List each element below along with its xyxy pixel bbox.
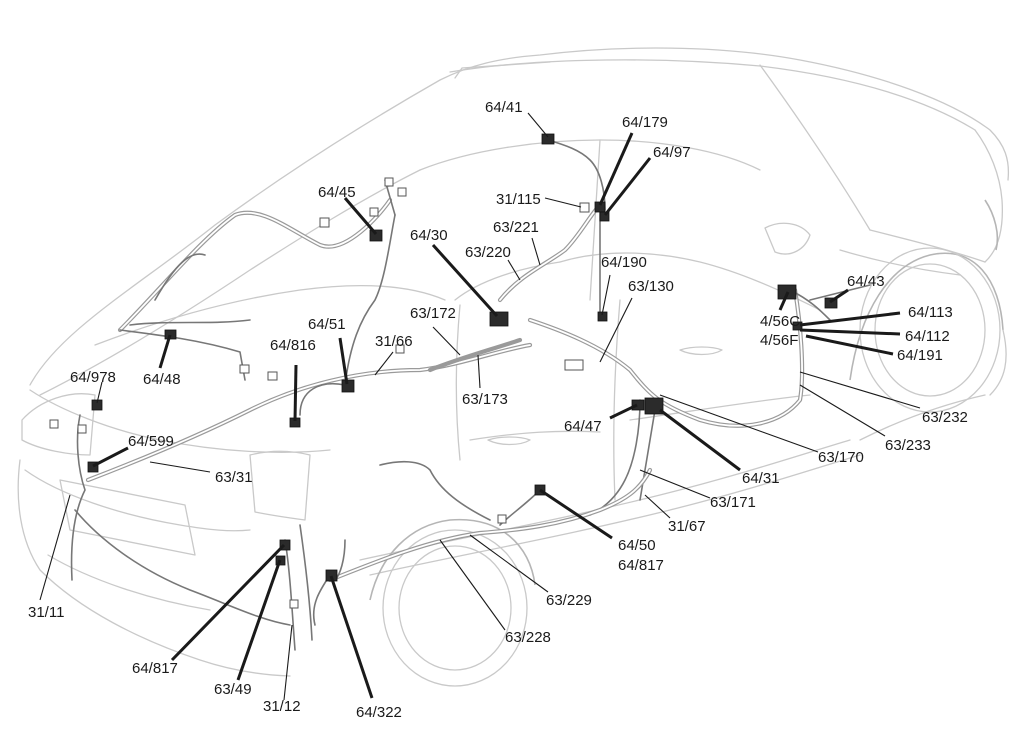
label-64-191: 64/191: [897, 347, 943, 364]
plug-roof-2: [384, 177, 394, 187]
plug-trunk-2: [267, 371, 278, 381]
connector-64-47: [631, 399, 645, 411]
label-64-817-rear: 64/817: [132, 660, 178, 677]
label-4-56f: 4/56F: [760, 332, 798, 349]
label-64-599: 64/599: [128, 433, 174, 450]
connector-64-45: [369, 229, 383, 242]
label-64-43: 64/43: [847, 273, 885, 290]
connector-64-51: [341, 379, 355, 393]
label-63-221: 63/221: [493, 219, 539, 236]
connectors: [49, 133, 838, 609]
label-4-56c: 4/56C: [760, 313, 800, 330]
connector-64-599: [87, 461, 99, 473]
label-64-322: 64/322: [356, 704, 402, 721]
plug-roof-1: [319, 217, 330, 228]
label-64-48: 64/48: [143, 371, 181, 388]
label-64-50: 64/50: [618, 537, 656, 554]
label-64-51: 64/51: [308, 316, 346, 333]
label-63-172: 63/172: [410, 305, 456, 322]
connector-64-97: [599, 211, 610, 222]
label-64-41: 64/41: [485, 99, 523, 116]
harness-routing: [70, 139, 871, 651]
label-63-232: 63/232: [922, 409, 968, 426]
connector-64-978: [91, 399, 103, 411]
connector-64-31: [644, 397, 664, 415]
label-64-31: 64/31: [742, 470, 780, 487]
callout-labels: 64/41 64/179 64/97 31/115 64/45 63/221 6…: [28, 99, 968, 721]
label-64-190: 64/190: [601, 254, 647, 271]
plug-floor-1: [564, 359, 584, 371]
label-63-31: 63/31: [215, 469, 253, 486]
label-64-179: 64/179: [622, 114, 668, 131]
car-body-outline: [17, 47, 1010, 687]
label-63-228: 63/228: [505, 629, 551, 646]
label-31-11: 31/11: [28, 604, 64, 621]
connector-64-817: [279, 539, 291, 551]
plug-rear-2: [77, 424, 87, 434]
label-63-173: 63/173: [462, 391, 508, 408]
label-63-171: 63/171: [710, 494, 756, 511]
leader-lines: [39, 112, 921, 701]
label-64-817-front: 64/817: [618, 557, 664, 574]
connector-64-48: [164, 329, 177, 340]
connector-31-66: [395, 344, 405, 354]
label-31-115: 31/115: [496, 191, 541, 208]
plug-rear-1: [49, 419, 59, 429]
label-64-113: 64/113: [908, 304, 953, 321]
label-31-66: 31/66: [375, 333, 413, 350]
plug-roof-4: [369, 207, 379, 217]
plug-trunk-1: [239, 364, 250, 374]
label-63-49: 63/49: [214, 681, 252, 698]
label-64-978: 64/978: [70, 369, 116, 386]
label-64-97: 64/97: [653, 144, 691, 161]
label-64-112: 64/112: [905, 328, 950, 345]
connector-64-30: [489, 311, 509, 327]
connector-64-41: [541, 133, 555, 145]
label-63-229: 63/229: [546, 592, 592, 609]
label-63-130: 63/130: [628, 278, 674, 295]
label-63-220: 63/220: [465, 244, 511, 261]
plug-roof-3: [397, 187, 407, 197]
label-64-45: 64/45: [318, 184, 356, 201]
connector-31-115: [579, 202, 590, 213]
label-64-816: 64/816: [270, 337, 316, 354]
plug-wheel-1: [289, 599, 299, 609]
label-64-47: 64/47: [564, 418, 602, 435]
label-64-30: 64/30: [410, 227, 448, 244]
label-63-233: 63/233: [885, 437, 931, 454]
label-31-12: 31/12: [263, 698, 301, 715]
plug-sill-1: [497, 514, 507, 524]
label-31-67: 31/67: [668, 518, 706, 535]
label-63-170: 63/170: [818, 449, 864, 466]
